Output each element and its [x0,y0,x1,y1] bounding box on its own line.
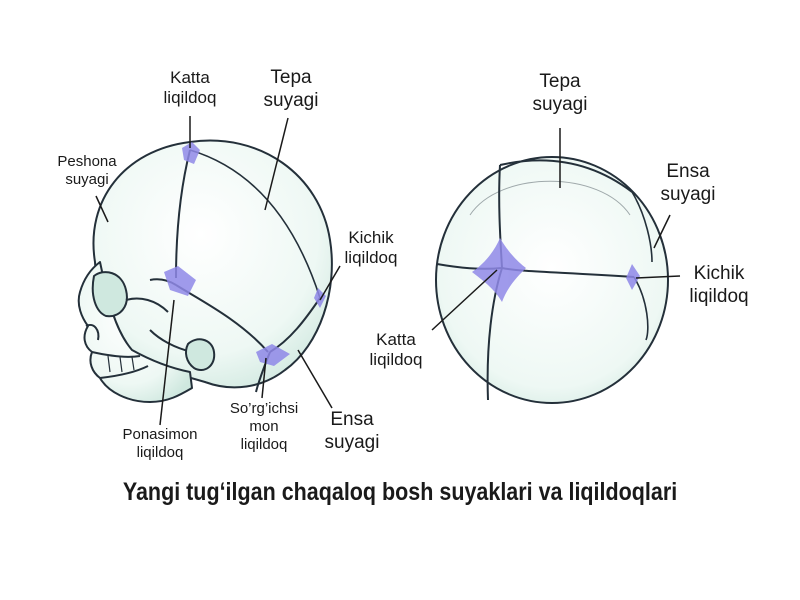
top-katta-fontanelle [472,238,526,302]
label-top-tepa-suyagi: Tepa suyagi [532,71,588,115]
label-side-katta-liqildoq: Katta liqildoq [163,68,217,107]
label-ponasimon-liqildoq: Ponasimon liqildoq [122,426,198,461]
label-top-ensa-suyagi: Ensa suyagi [660,161,716,205]
side-ponasimon-fontanelle [164,266,196,296]
ear-region [185,338,216,371]
label-sorgichsimon-liqildoq: So’rg’ichsi mon liqildoq [229,400,299,453]
top-kichik-fontanelle [626,264,640,290]
label-top-kichik-liqildoq: Kichik liqildoq [689,263,749,307]
side-sorgichsimon-fontanelle [256,344,290,366]
leader-lines [95,116,681,426]
side-fontanelles [164,142,326,366]
side-skull [77,139,333,403]
side-kichik-fontanelle [314,288,326,308]
side-katta-fontanelle [182,142,200,164]
label-side-kichik-liqildoq: Kichik liqildoq [344,228,398,267]
label-peshona-suyagi: Peshona suyagi [57,153,117,188]
label-side-tepa-suyagi: Tepa suyagi [263,67,319,111]
diagram-caption: Yangi tug‘ilgan chaqaloq bosh suyaklari … [122,478,678,506]
top-cranium [435,156,669,404]
label-top-katta-liqildoq: Katta liqildoq [369,330,423,369]
eye-socket [91,271,128,318]
label-side-ensa-suyagi: Ensa suyagi [324,409,380,453]
top-fontanelles [472,238,640,302]
